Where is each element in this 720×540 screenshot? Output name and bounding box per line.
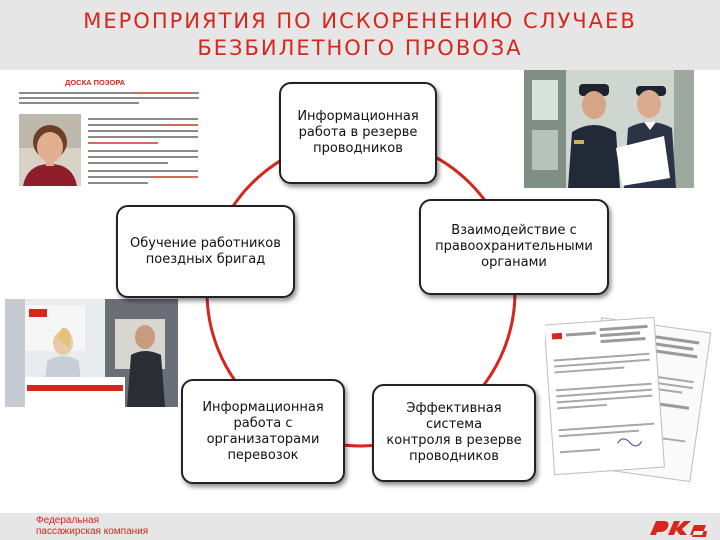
board-title: ДОСКА ПОЗОРА	[65, 78, 125, 87]
shame-board-document: ДОСКА ПОЗОРА	[13, 76, 206, 188]
documents-image	[545, 316, 715, 506]
node-law-enforcement: Взаимодействие с правоохранительными орг…	[419, 199, 609, 295]
portrait-photo	[19, 114, 81, 186]
node-crew-training: Обучение работников поездных бригад	[116, 205, 295, 298]
node-control-system: Эффективная система контроля в резерве п…	[372, 384, 536, 482]
info-stand-photo	[5, 299, 178, 407]
brand-name: Федеральная пассажирская компания	[36, 516, 148, 537]
rzd-logo-icon	[646, 515, 710, 539]
node-info-work-reserve: Информационная работа в резерве проводни…	[279, 82, 437, 184]
police-photo	[524, 70, 694, 188]
node-info-work-organizers: Информационная работа с организаторами п…	[181, 379, 345, 484]
